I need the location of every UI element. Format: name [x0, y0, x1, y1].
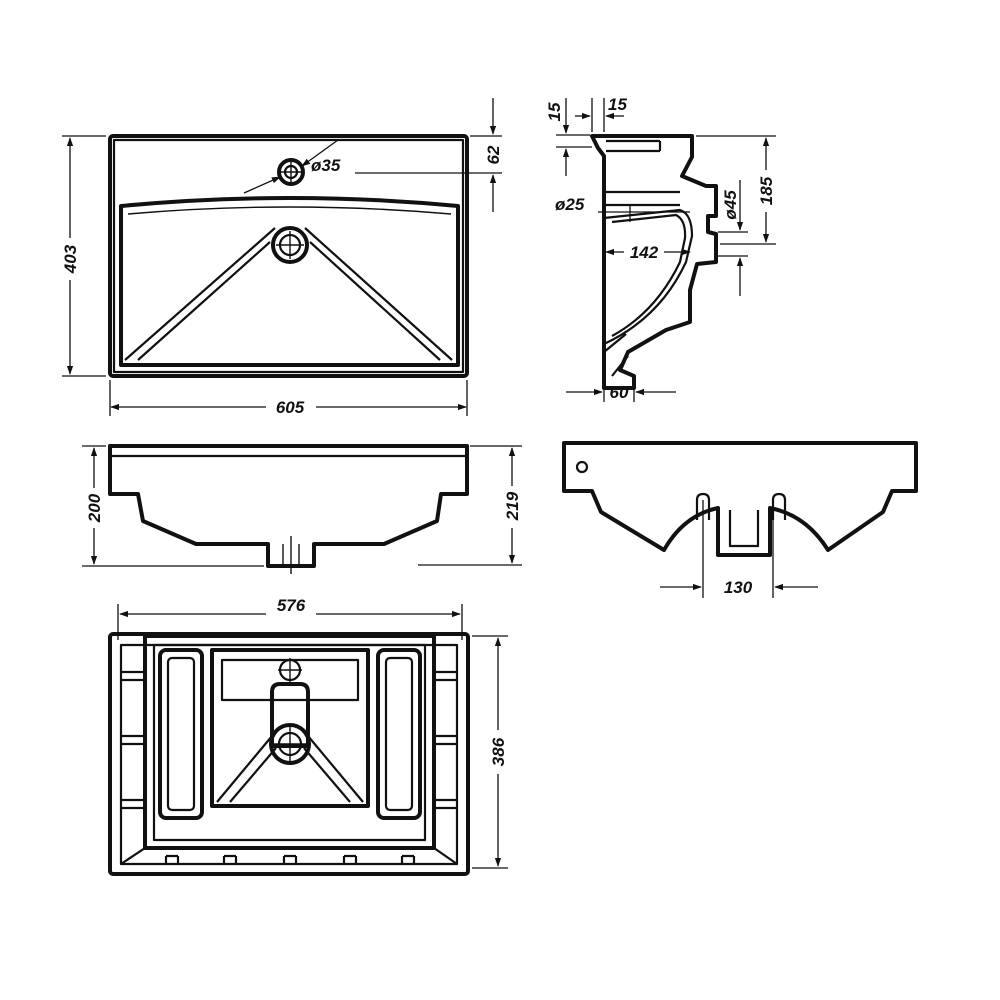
- bottom-view-drain-crosshair: [273, 727, 307, 761]
- top-view-bowl-slope-right: [304, 227, 453, 361]
- dim-label-403: 403: [61, 244, 80, 274]
- top-view-outline: [108, 134, 469, 378]
- mask-605: [266, 396, 316, 418]
- bottom-view-underside-inner: [152, 643, 427, 842]
- bottom-view-tap-crosshair: [278, 658, 302, 682]
- back-view: 130: [562, 441, 918, 598]
- front-view-waste-lines: [282, 544, 300, 566]
- bottom-view-drain-outer: [269, 723, 311, 765]
- dim-label-605: 605: [276, 398, 305, 417]
- drain-crosshair: [276, 231, 304, 259]
- side-section-foot: [603, 333, 629, 377]
- mask-403: [56, 238, 84, 280]
- tap-hole-crosshair: [279, 160, 303, 184]
- bottom-view-cavity-right: [376, 648, 422, 820]
- top-view-rim-inner: [112, 138, 465, 374]
- mask-576: [266, 602, 316, 624]
- dim-line-diameter-35: [243, 176, 281, 194]
- top-view: 403 605 62 ø35: [56, 98, 503, 418]
- top-view-bowl-slope-left: [124, 227, 276, 361]
- mask-185: [756, 170, 778, 212]
- mask-200: [82, 488, 106, 528]
- side-section-overflow: [604, 190, 680, 207]
- bottom-view-ribs-right: [434, 670, 457, 810]
- bottom-view-front-tabs: [164, 854, 416, 864]
- side-section-bowl-curve-inner: [611, 213, 687, 337]
- mask-386: [487, 730, 511, 774]
- back-view-mount-hole: [575, 460, 589, 474]
- dim-label-15-top: 15: [608, 95, 627, 114]
- bottom-view-cavity-left: [158, 648, 204, 820]
- back-view-mount-slot-left: [695, 492, 711, 520]
- dim-label-diameter-35: ø35: [311, 156, 341, 175]
- dim-label-diameter-45: ø45: [721, 190, 740, 220]
- mask-142: [624, 241, 664, 261]
- bottom-view-cavity-right-inner: [384, 656, 414, 812]
- bottom-view-front-edge: [120, 847, 458, 865]
- bottom-view-bowl-slopes: [216, 735, 364, 803]
- dim-line-diameter-35-b: [301, 139, 339, 167]
- front-view-outline: [108, 444, 469, 568]
- front-view: 200 219: [82, 444, 525, 574]
- dim-label-576: 576: [277, 596, 306, 615]
- dim-label-15-rim: 15: [545, 102, 564, 121]
- bottom-view-ribs-left: [121, 670, 145, 810]
- side-section-bowl-curve: [603, 208, 694, 345]
- dim-label-60: 60: [610, 383, 629, 402]
- dim-label-386: 386: [489, 737, 508, 766]
- dim-label-142: 142: [630, 243, 659, 262]
- top-view-bowl-inner: [127, 206, 452, 215]
- bottom-view-overflow-channel: [270, 682, 310, 748]
- dim-label-200: 200: [85, 493, 104, 523]
- dim-label-diameter-25: ø25: [555, 195, 585, 214]
- bottom-view-bowl-top-panel: [220, 658, 360, 702]
- back-view-outline: [562, 441, 918, 557]
- back-view-mount-slot-right: [771, 492, 787, 520]
- dim-label-185: 185: [757, 176, 776, 205]
- top-view-bowl: [119, 196, 460, 367]
- dim-label-130: 130: [724, 578, 753, 597]
- dim-label-219: 219: [503, 491, 522, 521]
- drain-hole-outer: [271, 226, 309, 264]
- mask-219: [501, 486, 525, 528]
- dim-label-62: 62: [484, 145, 503, 164]
- bottom-view-bowl: [210, 648, 370, 808]
- side-section-outline: [590, 134, 718, 390]
- back-view-waste-outlet: [728, 510, 760, 548]
- side-section-view: 15 15 ø25 142 ø45 185 60: [545, 95, 778, 402]
- side-section-rim-top: [606, 139, 662, 153]
- bottom-view-cavity-left-inner: [166, 656, 196, 812]
- bottom-view: 576 386: [108, 596, 511, 876]
